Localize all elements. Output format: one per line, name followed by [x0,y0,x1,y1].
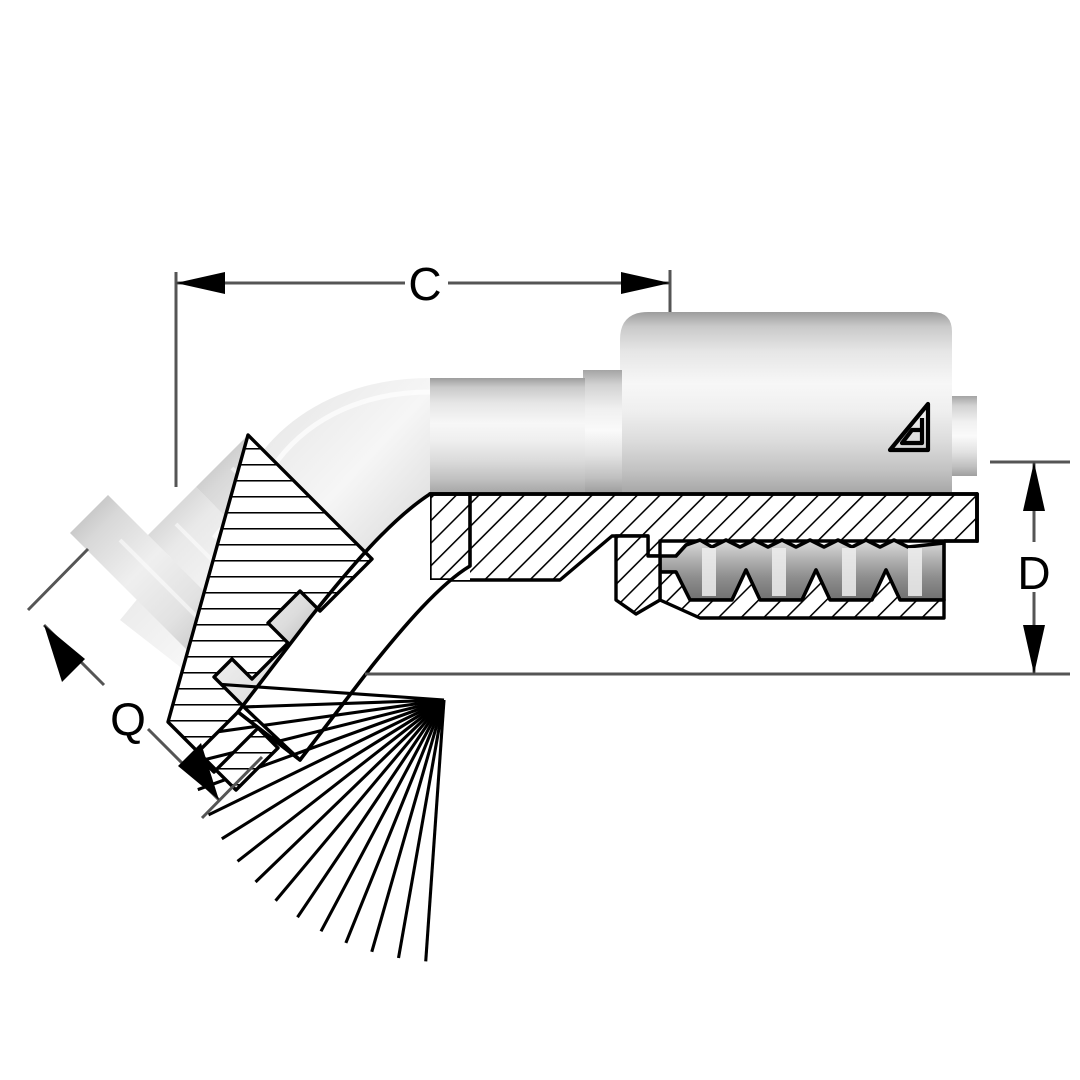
bore-highlights [702,548,922,596]
bend-wall-section [182,494,470,962]
q-arrow-lower [178,743,219,800]
dimension-Q: Q [26,547,264,820]
ferrule-bottom-step [944,494,979,543]
nipple-shoulder [614,534,662,616]
q-extension-lower [200,755,264,820]
bend-radial-hatch [182,680,446,962]
flange-section [166,433,374,792]
dimension-C: C [174,258,672,487]
bend-highlight [212,389,431,540]
d-arrow-top [1023,462,1045,511]
nipple-lower-wall [658,568,946,620]
flange-band-outer [70,495,232,657]
q-extension-upper [26,547,90,612]
ferrule-body [620,312,952,492]
ferrule-end-step [944,396,977,476]
section-cut-regions [166,433,979,962]
c-arrow-left [176,272,225,294]
dimension-label-c: C [408,258,441,310]
ferrule-collar [583,370,622,492]
c-arrow-right [621,272,670,294]
hose-nipple-section [614,534,946,620]
d-arrow-bottom [1023,625,1045,674]
bend-band-outline [236,492,472,762]
dimension-D: D [365,460,1070,676]
dimension-label-q: Q [110,693,146,745]
gates-triangle-logo [887,401,931,453]
elbow-neck [430,378,585,492]
dimension-label-d: D [1017,547,1050,599]
q-arrow-upper [44,625,85,682]
